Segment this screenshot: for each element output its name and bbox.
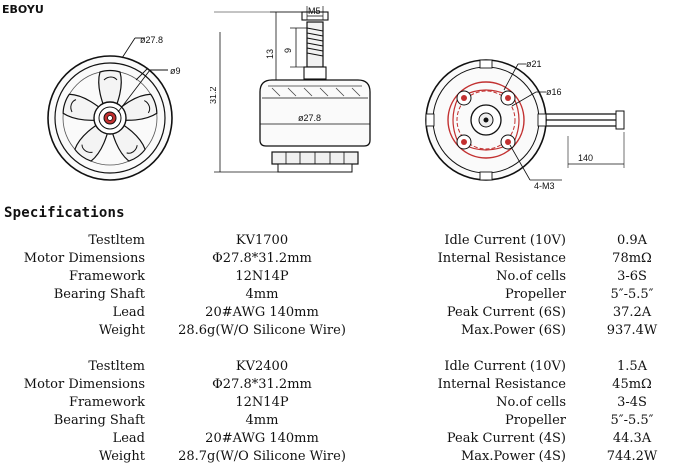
spec-label: Max.Power (4S) [460, 449, 566, 464]
spec-label: Internal Resistance [437, 377, 566, 392]
spec-value: 12N14P [235, 269, 289, 284]
spec-value: 28.6g(W/O Silicone Wire) [178, 323, 346, 338]
spec-label: Framework [68, 395, 145, 410]
bottom-dim-mount-holes: 4-M3 [534, 181, 555, 191]
side-view-drawing: M5 9 13 31.2 ø27.8 [210, 6, 371, 173]
spec-value: 44.3A [612, 431, 652, 446]
brand-label: EBOYU [2, 3, 44, 16]
bottom-dim-bolt-circle-outer: ø21 [526, 59, 542, 69]
spec-value: 5″-5.5″ [610, 413, 654, 428]
spec-label: No.of cells [496, 395, 566, 410]
spec-label: Bearing Shaft [53, 287, 145, 302]
spec-value: 937.4W [606, 323, 658, 338]
spec-label: Idle Current (10V) [444, 359, 566, 374]
spec-label: Max.Power (6S) [460, 323, 566, 338]
spec-row: Weight 28.7g(W/O Silicone Wire) Max.Powe… [0, 449, 694, 465]
side-dim-thread: M5 [308, 6, 321, 16]
spec-label: Idle Current (10V) [444, 233, 566, 248]
spec-value: 4mm [245, 287, 279, 302]
front-dim-hub: ø9 [170, 66, 181, 76]
spec-value: KV2400 [235, 359, 289, 374]
spec-value: 20#AWG 140mm [205, 305, 319, 320]
spec-row: Motor Dimensions Φ27.8*31.2mm Internal R… [0, 251, 694, 269]
spec-label: Motor Dimensions [23, 251, 145, 266]
spec-value: 3-6S [617, 269, 647, 284]
side-dim-height: 31.2 [210, 86, 218, 104]
spec-row: Bearing Shaft 4mm Propeller 5″-5.5″ [0, 413, 694, 431]
spec-value: Φ27.8*31.2mm [212, 377, 312, 392]
spec-value: 78mΩ [612, 251, 652, 266]
spec-label: Bearing Shaft [53, 413, 145, 428]
spec-label: No.of cells [496, 269, 566, 284]
spec-value: 28.7g(W/O Silicone Wire) [178, 449, 346, 464]
spec-label: Lead [112, 305, 145, 320]
spec-value: 0.9A [616, 233, 648, 248]
spec-value: 20#AWG 140mm [205, 431, 319, 446]
bottom-dim-lead-length: 140 [578, 153, 593, 163]
spec-value: 744.2W [606, 449, 658, 464]
spec-row: Motor Dimensions Φ27.8*31.2mm Internal R… [0, 377, 694, 395]
spec-label: Testltem [88, 233, 145, 248]
spec-label: Lead [112, 431, 145, 446]
specifications-title: Specifications [4, 205, 125, 221]
front-dim-diameter: ø27.8 [140, 35, 163, 45]
spec-row: Bearing Shaft 4mm Propeller 5″-5.5″ [0, 287, 694, 305]
spec-row: Lead 20#AWG 140mm Peak Current (6S) 37.2… [0, 305, 694, 323]
spec-row: Lead 20#AWG 140mm Peak Current (4S) 44.3… [0, 431, 694, 449]
spec-label: Framework [68, 269, 145, 284]
spec-row: Testltem KV1700 Idle Current (10V) 0.9A [0, 233, 694, 251]
spec-value: 3-4S [617, 395, 647, 410]
spec-label: Propeller [504, 287, 566, 302]
spec-value: 45mΩ [612, 377, 652, 392]
bottom-view-drawing: ø21 ø16 140 4-M3 [425, 59, 625, 191]
side-dim-9: 9 [283, 48, 293, 53]
spec-label: Peak Current (4S) [446, 431, 566, 446]
spec-label: Propeller [504, 413, 566, 428]
spec-row: Framework 12N14P No.of cells 3-4S [0, 395, 694, 413]
side-dim-13: 13 [265, 49, 275, 59]
side-dim-width: ø27.8 [298, 113, 321, 123]
spec-value: 12N14P [235, 395, 289, 410]
front-view-drawing: ø27.8 ø9 [47, 35, 181, 181]
spec-label: Internal Resistance [437, 251, 566, 266]
spec-label: Weight [98, 323, 145, 338]
spec-label: Motor Dimensions [23, 377, 145, 392]
spec-value: 5″-5.5″ [610, 287, 654, 302]
spec-label: Peak Current (6S) [446, 305, 566, 320]
spec-value: 37.2A [612, 305, 652, 320]
spec-value: Φ27.8*31.2mm [212, 251, 312, 266]
spec-row: Weight 28.6g(W/O Silicone Wire) Max.Powe… [0, 323, 694, 341]
spec-label: Testltem [88, 359, 145, 374]
spec-row: Testltem KV2400 Idle Current (10V) 1.5A [0, 359, 694, 377]
spec-row: Framework 12N14P No.of cells 3-6S [0, 269, 694, 287]
spec-value: 1.5A [616, 359, 648, 374]
spec-label: Weight [98, 449, 145, 464]
spec-value: KV1700 [235, 233, 289, 248]
bottom-dim-bolt-circle-inner: ø16 [546, 87, 562, 97]
spec-value: 4mm [245, 413, 279, 428]
